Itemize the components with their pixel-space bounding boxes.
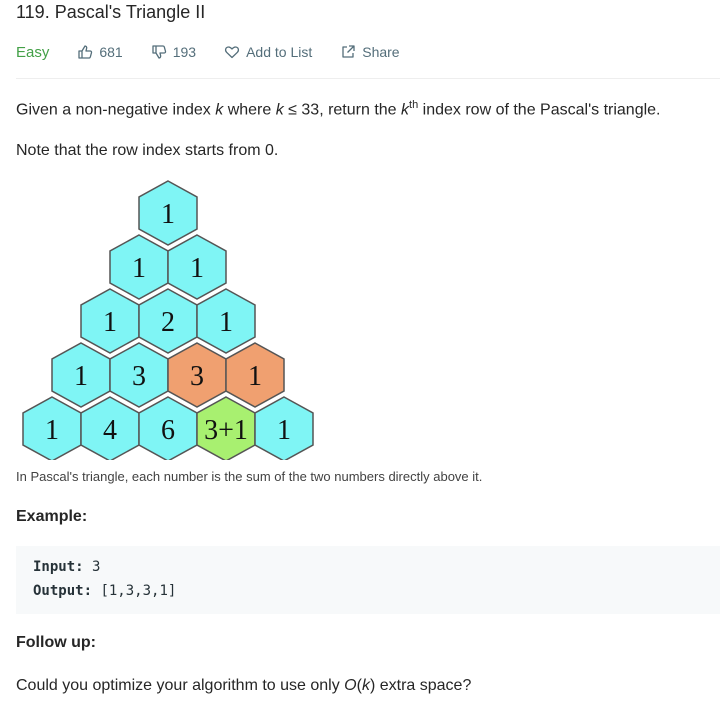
- hex-cell: [196, 288, 256, 354]
- hex-value: 1: [277, 415, 291, 446]
- problem-meta-bar: Easy 681 193 Add to List Share: [16, 40, 706, 64]
- hex-cell: [167, 234, 227, 300]
- heart-icon: [225, 46, 240, 59]
- hex-cell: [254, 396, 314, 460]
- hex-value: 1: [219, 307, 233, 338]
- hex-value: 1: [248, 361, 262, 392]
- hex-value: 3+1: [204, 415, 248, 446]
- hex-cell: [225, 342, 285, 408]
- hex-value: 3: [190, 361, 204, 392]
- dislike-count: 193: [172, 44, 197, 60]
- hex-value: 6: [161, 415, 175, 446]
- like-count: 681: [99, 44, 123, 60]
- hex-cell: [138, 180, 198, 246]
- like-button[interactable]: 681: [77, 44, 123, 60]
- share-label: Share: [362, 44, 400, 60]
- hex-value: 1: [132, 253, 146, 284]
- header-divider: [16, 78, 720, 79]
- hex-value: 1: [74, 361, 88, 392]
- hex-value: 4: [103, 415, 117, 446]
- share-icon: [342, 45, 355, 58]
- row-index-note: Note that the row index starts from 0.: [16, 142, 279, 159]
- figure-caption: In Pascal's triangle, each number is the…: [16, 469, 483, 484]
- thumbs-up-icon: [78, 45, 93, 59]
- add-to-list-label: Add to List: [246, 44, 313, 60]
- follow-up-text: Could you optimize your algorithm to use…: [16, 677, 472, 694]
- add-to-list-button[interactable]: Add to List: [224, 44, 312, 60]
- hex-value: 1: [190, 253, 204, 284]
- example-input-line: Input: 3: [33, 559, 101, 575]
- example-code-block: Input: 3 Output: [1,3,3,1]: [16, 546, 720, 614]
- share-button[interactable]: Share: [340, 44, 400, 60]
- hex-value: 3: [132, 361, 146, 392]
- dislike-button[interactable]: 193: [151, 44, 196, 60]
- thumbs-down-icon: [152, 45, 166, 59]
- hex-value: 1: [45, 415, 59, 446]
- hex-value: 2: [161, 307, 175, 338]
- description-paragraph: Given a non-negative index k where k ≤ 3…: [16, 99, 661, 119]
- follow-up-heading: Follow up:: [16, 634, 96, 651]
- hex-value: 1: [161, 199, 175, 230]
- example-output-line: Output: [1,3,3,1]: [33, 583, 177, 599]
- difficulty-badge: Easy: [16, 43, 50, 61]
- example-heading: Example:: [16, 508, 88, 525]
- hex-value: 1: [103, 307, 117, 338]
- page-title: 119. Pascal's Triangle II: [16, 2, 206, 22]
